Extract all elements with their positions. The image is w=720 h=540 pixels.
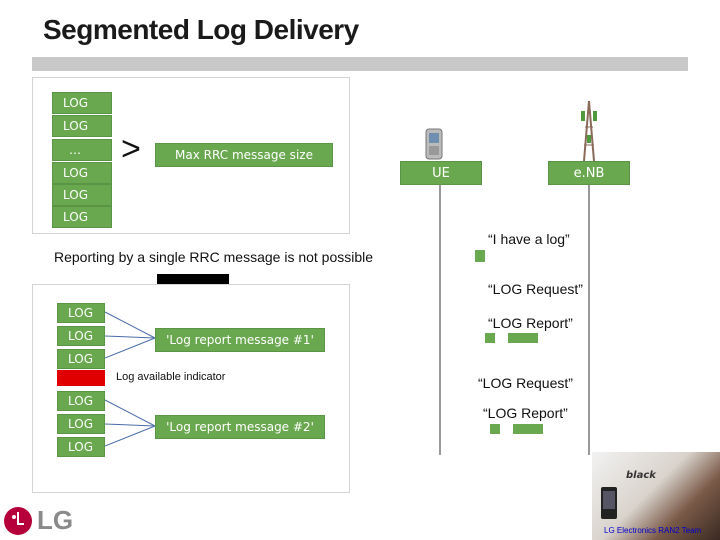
log-box-ellipsis: … [52, 139, 112, 161]
msg-log-request-2: “LOG Request” [478, 375, 573, 391]
segment-marker [508, 333, 538, 343]
enb-box: e.NB [548, 161, 630, 185]
log-box: LOG [57, 437, 105, 457]
msg-log-request-1: “LOG Request” [488, 281, 583, 297]
log-report-message-2: 'Log report message #2' [155, 415, 325, 439]
log-box: LOG [52, 92, 112, 114]
msg-log-report-1: “LOG Report” [488, 315, 573, 331]
log-box: LOG [52, 184, 112, 206]
ad-phone-icon [601, 487, 617, 519]
greater-than-sign: > [121, 130, 141, 168]
msg-i-have-a-log: “I have a log” [488, 231, 570, 247]
log-box: LOG [52, 206, 112, 228]
log-report-message-1: 'Log report message #1' [155, 328, 325, 352]
phone-icon [425, 128, 443, 160]
log-box: LOG [52, 162, 112, 184]
ad-brand-text: black [626, 470, 656, 481]
segment-marker [513, 424, 543, 434]
antenna-tower-icon [581, 100, 597, 161]
page-title: Segmented Log Delivery [43, 14, 359, 45]
ue-box: UE [400, 161, 482, 185]
lg-logo-text: LG [37, 505, 74, 535]
lg-logo-icon [4, 507, 32, 535]
log-box: LOG [57, 414, 105, 434]
segment-marker [490, 424, 500, 434]
segment-marker [485, 333, 495, 343]
caption-single-rrc: Reporting by a single RRC message is not… [54, 249, 374, 265]
activity-marker [475, 250, 485, 262]
log-box: LOG [57, 391, 105, 411]
team-label: LG Electronics RAN2 Team [604, 526, 702, 535]
title-divider [32, 57, 688, 71]
log-box: LOG [57, 326, 105, 346]
lifelines [439, 185, 590, 455]
indicator-label: Log available indicator [116, 371, 226, 383]
msg-log-report-2: “LOG Report” [483, 405, 568, 421]
grouping-lines [105, 311, 156, 447]
log-box: LOG [57, 349, 105, 369]
log-available-indicator-bar [57, 370, 105, 386]
log-box: LOG [52, 115, 112, 137]
advertisement-image: black [592, 452, 720, 540]
max-rrc-size-box: Max RRC message size [155, 143, 333, 167]
log-box: LOG [57, 303, 105, 323]
